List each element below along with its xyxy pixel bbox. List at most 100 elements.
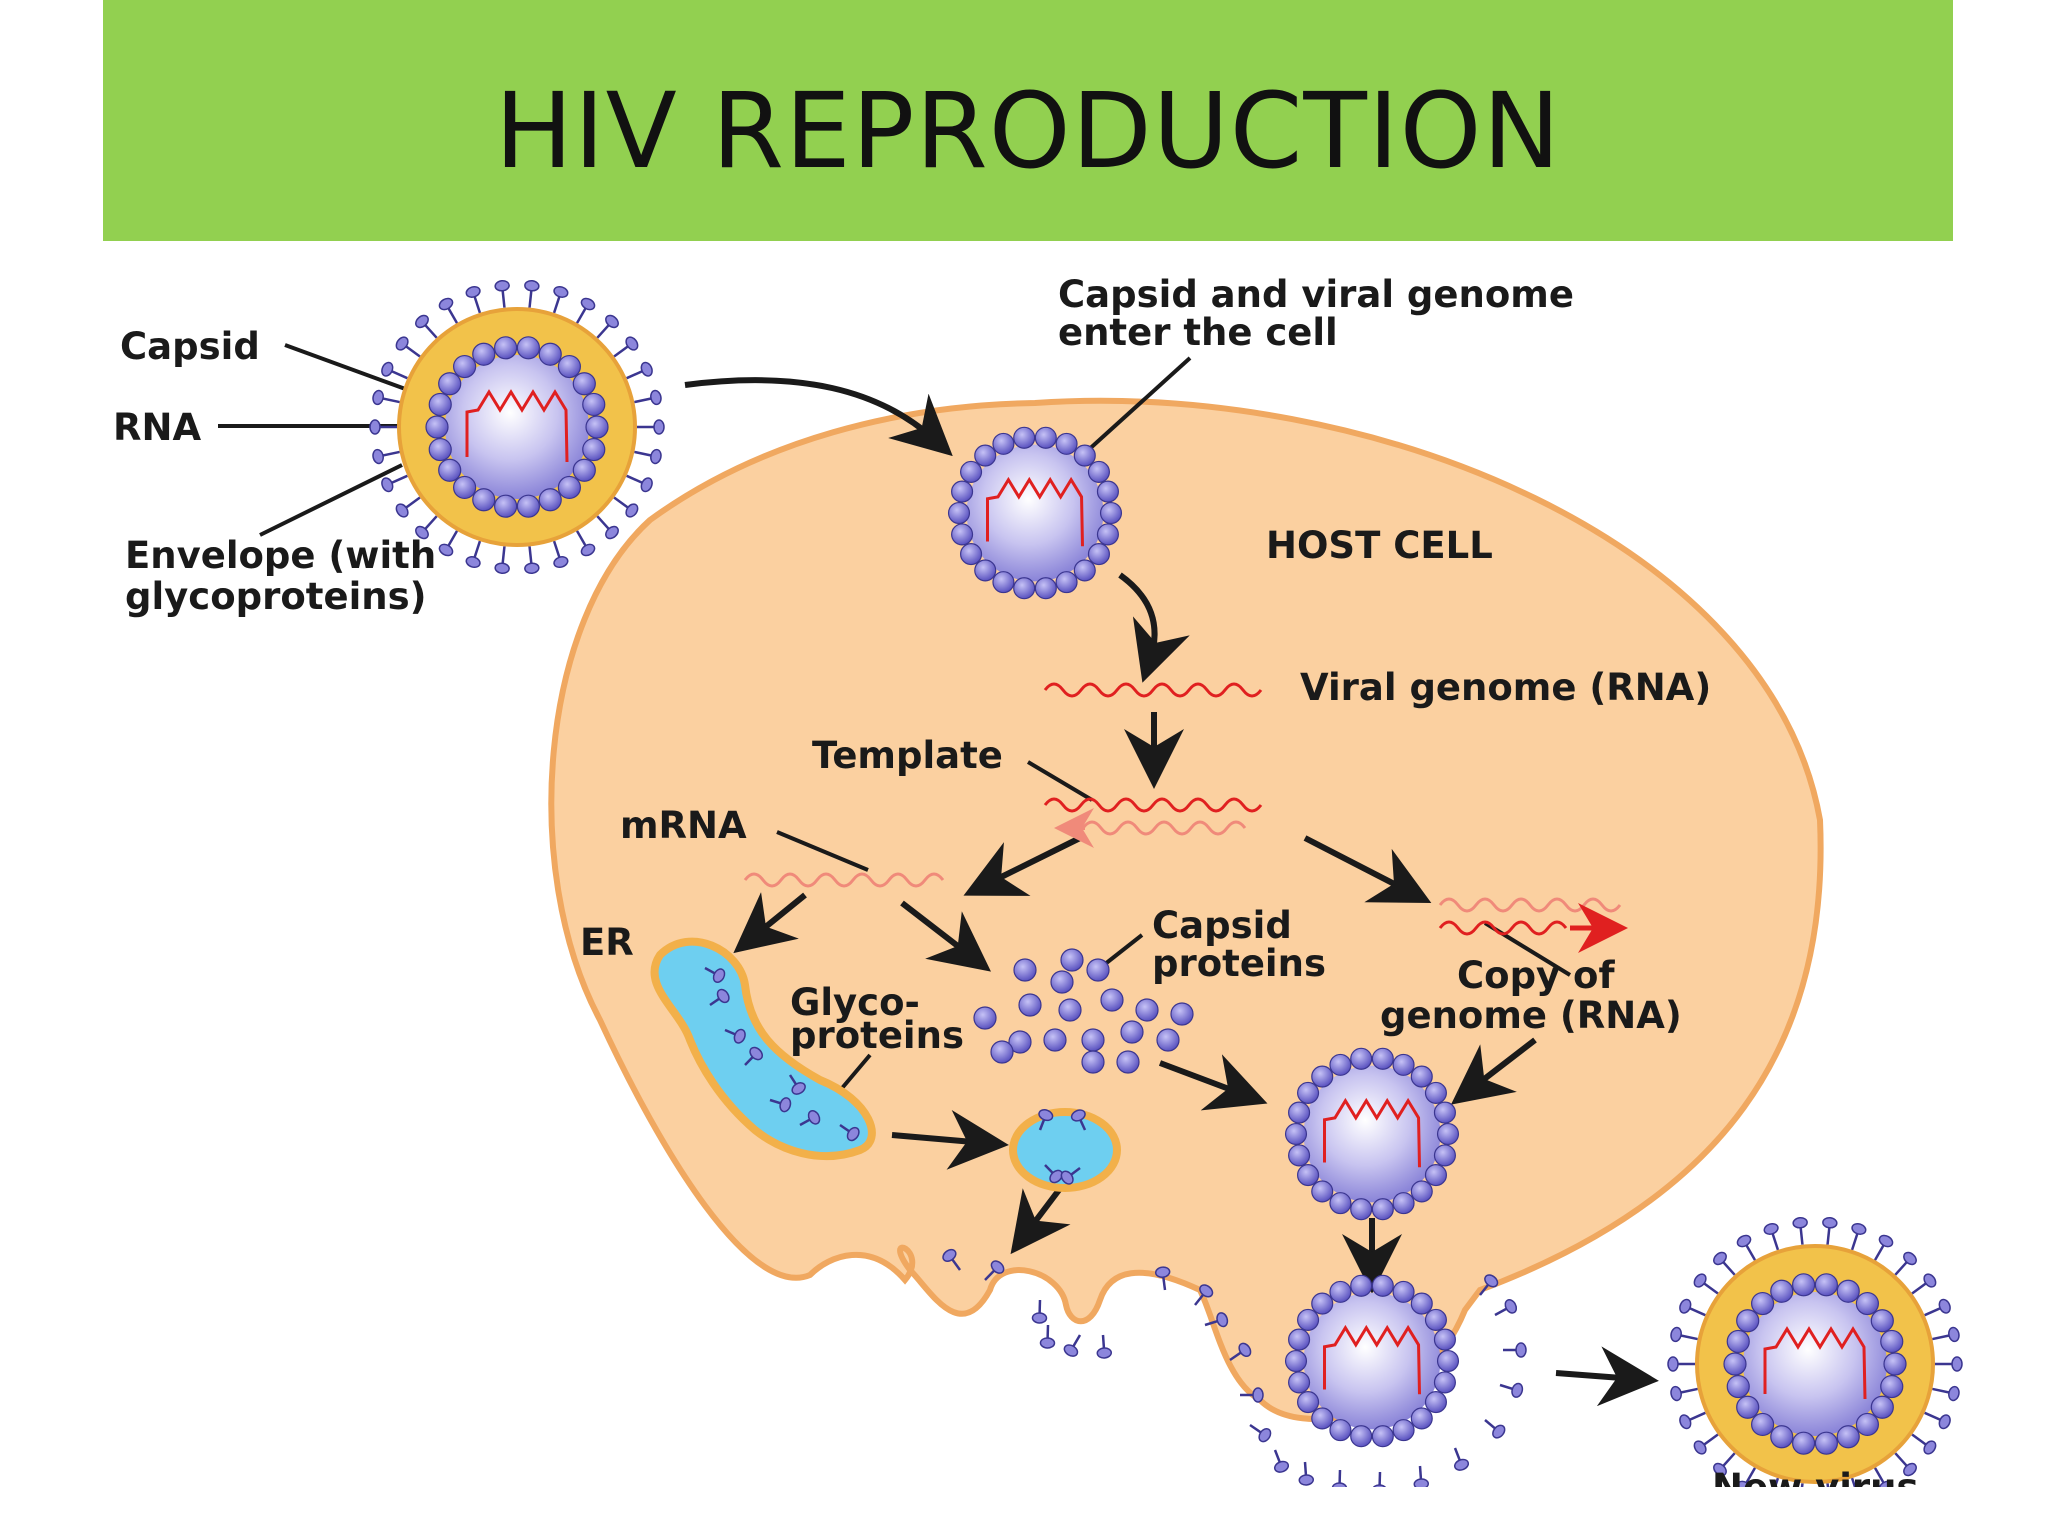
label-capsid-proteins-line2: proteins	[1152, 942, 1326, 985]
virion-layer	[369, 280, 1963, 1511]
glycoprotein-icon	[494, 546, 510, 574]
capsid-protein-bead	[1081, 1028, 1105, 1052]
glycoprotein-icon	[1850, 1222, 1867, 1251]
glycoprotein-icon	[1249, 1423, 1272, 1443]
viral-genome-strand	[1043, 682, 1263, 698]
glycoprotein-icon	[1736, 1234, 1757, 1261]
glycoprotein-icon	[465, 285, 482, 314]
glycoprotein-icon	[1822, 1217, 1838, 1245]
glycoprotein-icon	[1273, 1449, 1290, 1473]
glycoprotein-icon	[1679, 1411, 1706, 1430]
capsid-protein-bead	[1120, 1020, 1144, 1044]
glycoprotein-icon	[1204, 1312, 1229, 1328]
glycoprotein-icon	[637, 419, 665, 435]
label-host-cell: HOST CELL	[1266, 524, 1493, 567]
glycoprotein-icon	[1484, 1419, 1506, 1439]
label-rna: RNA	[113, 406, 201, 449]
glycoprotein-icon	[1453, 1447, 1470, 1471]
host-cell	[548, 397, 1824, 1422]
glycoprotein-icon	[1499, 1382, 1524, 1398]
glycoprotein-icon	[415, 314, 438, 339]
glycoprotein-icon	[1194, 1284, 1214, 1306]
glycoprotein-icon	[1932, 1385, 1960, 1402]
glycoprotein-icon	[1935, 1356, 1963, 1372]
glycoprotein-icon	[381, 361, 408, 380]
glycoprotein-icon	[465, 540, 482, 569]
capsid-protein-bead	[1086, 958, 1110, 982]
glycoprotein-icon	[524, 280, 540, 308]
label-copy-line1: Copy of	[1457, 954, 1615, 997]
free-virion-enveloped	[369, 280, 665, 574]
glycoprotein-icon	[552, 540, 569, 569]
glycoprotein-icon	[372, 389, 400, 406]
glycoprotein-icon	[839, 1123, 860, 1142]
glycoprotein-icon	[1503, 1342, 1527, 1358]
glycoprotein-icon	[1894, 1452, 1917, 1477]
glycoprotein-icon	[596, 314, 619, 339]
glycoprotein-icon	[1298, 1461, 1315, 1486]
label-capsid-proteins-line1: Capsid	[1152, 904, 1292, 947]
glycoprotein-icon	[1693, 1433, 1719, 1455]
capsid-protein-bead	[1081, 1050, 1105, 1074]
label-glyco-line2: proteins	[790, 1014, 964, 1057]
glycoprotein-icon	[1894, 1251, 1917, 1276]
glycoprotein-icon	[1924, 1298, 1951, 1317]
budding-capsid	[1284, 1274, 1460, 1448]
glycoprotein-icon	[1924, 1411, 1951, 1430]
glycoprotein-icon	[494, 280, 510, 308]
glycoprotein-icon	[769, 1097, 792, 1113]
label-er: ER	[580, 921, 634, 964]
uncoat-arrow	[1118, 572, 1190, 683]
glycoprotein-icon	[524, 546, 540, 574]
glycoprotein-icon	[1240, 1387, 1264, 1403]
capsid-protein-layer	[973, 948, 1194, 1074]
capsid-protein-bead	[1058, 998, 1082, 1022]
glycoprotein-icon	[575, 530, 596, 557]
label-enter-line1: Capsid and viral genome	[1058, 273, 1574, 316]
glycoprotein-icon	[1911, 1273, 1937, 1295]
label-viral-genome: Viral genome (RNA)	[1300, 666, 1711, 709]
glycoprotein-icon	[1031, 1299, 1048, 1324]
label-new-virus: New virus	[1712, 1466, 1919, 1509]
glycoprotein-icon	[1044, 1164, 1064, 1184]
new-virion-enveloped	[1667, 1217, 1963, 1511]
glycoprotein-icon	[395, 496, 421, 518]
glycoprotein-icon	[1413, 1465, 1430, 1490]
er-organelle	[650, 937, 876, 1161]
title-bar: HIV REPRODUCTION	[103, 0, 1953, 241]
glycoprotein-icon	[552, 285, 569, 314]
glycoprotein-icon	[1039, 1324, 1056, 1349]
capsid-proteins-pointer	[1098, 933, 1144, 970]
glycoprotein-icon	[381, 474, 408, 493]
glycoprotein-icon	[788, 1074, 806, 1095]
glycoprotein-icon	[1070, 1109, 1087, 1131]
capsid-protein-bead	[1170, 1002, 1194, 1026]
glycoprotein-icon	[1713, 1452, 1736, 1477]
copy-new-strand	[1438, 920, 1568, 936]
glycoprotein-icon	[1494, 1299, 1518, 1317]
capsid-protein-bead	[1018, 993, 1042, 1017]
assembling-capsid	[1284, 1047, 1460, 1221]
transport-vesicle	[1009, 1108, 1121, 1192]
glycoprotein-icon	[1763, 1222, 1780, 1251]
glycoprotein-icon	[369, 419, 397, 435]
label-copy-line2: genome (RNA)	[1380, 994, 1682, 1037]
glycoprotein-icon	[1060, 1166, 1081, 1185]
to-capsid-proteins-arrow	[900, 900, 992, 972]
bottom-margin	[0, 1487, 2048, 1536]
capsid-protein-bead	[1008, 1030, 1032, 1054]
glycoprotein-icon	[709, 988, 730, 1007]
glycoprotein-icon	[634, 389, 662, 406]
label-glyco-line1: Glyco-	[790, 981, 920, 1024]
glycoprotein-icon	[1063, 1334, 1082, 1357]
label-capsid: Capsid	[120, 325, 260, 368]
glycoprotein-icon	[1038, 1109, 1054, 1131]
glycoprotein-icon	[1792, 1217, 1808, 1245]
glycoprotein-icon	[1670, 1385, 1698, 1402]
envelope-pointer	[259, 463, 403, 537]
slide-title: HIV REPRODUCTION	[494, 69, 1562, 192]
glycoprotein-icon	[1713, 1251, 1736, 1276]
capsid-protein-bead	[1100, 988, 1124, 1012]
glycoprotein-icon	[1096, 1334, 1113, 1359]
glycoprotein-icon	[1873, 1234, 1894, 1261]
